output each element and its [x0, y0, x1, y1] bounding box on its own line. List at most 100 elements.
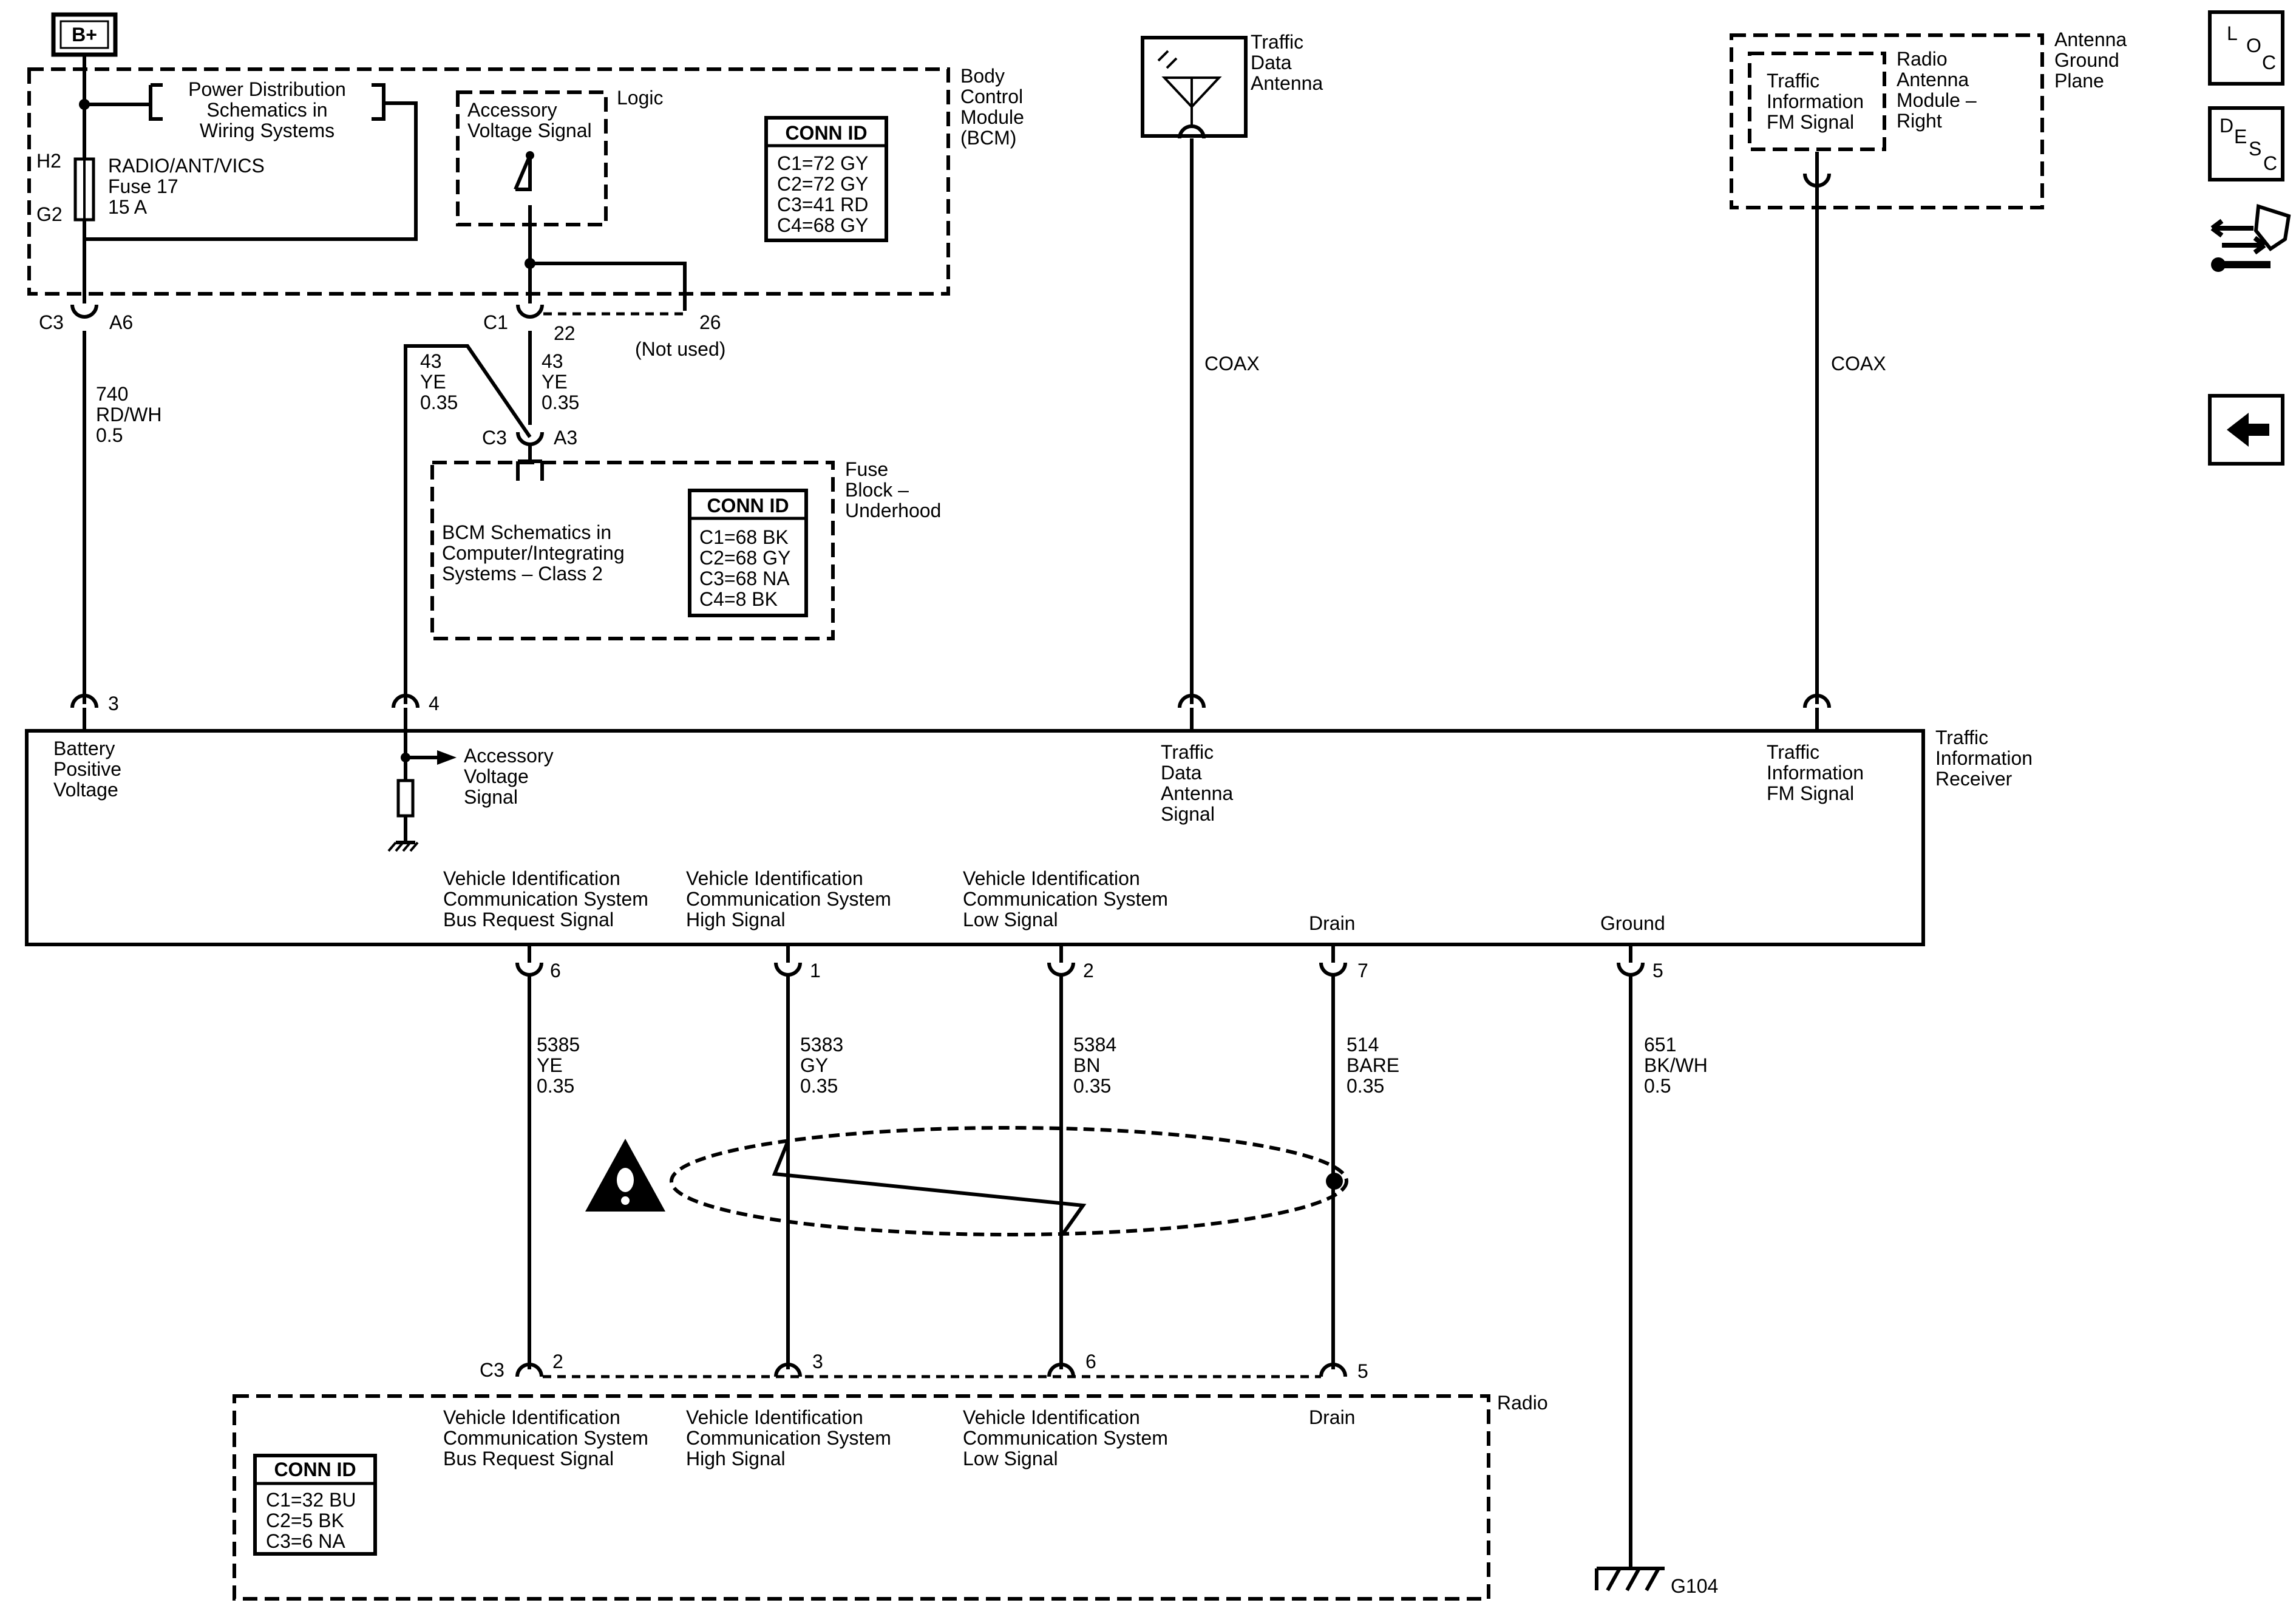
svg-text:Traffic: Traffic	[1767, 741, 1819, 763]
desc-icon[interactable]: D E S C	[2208, 106, 2284, 181]
svg-text:Computer/Integrating: Computer/Integrating	[442, 542, 625, 564]
svg-text:740: 740	[96, 383, 128, 405]
svg-text:43: 43	[420, 350, 442, 372]
radio-connectors: C3 2 3 6 5	[480, 1351, 1368, 1382]
ground-g104-label: G104	[1671, 1575, 1718, 1597]
svg-text:Vehicle Identification: Vehicle Identification	[686, 1406, 863, 1428]
radio-antenna-module-label: Radio Antenna Module – Right	[1897, 48, 1977, 132]
svg-text:Antenna: Antenna	[1897, 69, 1969, 90]
svg-text:C3=6 NA: C3=6 NA	[266, 1530, 345, 1552]
svg-text:Plane: Plane	[2054, 70, 2104, 92]
svg-text:High Signal: High Signal	[686, 909, 786, 931]
radio-bus-request-label: Vehicle Identification Communication Sys…	[443, 1406, 648, 1470]
svg-text:Control: Control	[960, 86, 1023, 107]
svg-text:3: 3	[812, 1351, 823, 1372]
loc-icon[interactable]: L O C	[2208, 10, 2284, 86]
svg-text:Traffic: Traffic	[1161, 741, 1214, 763]
svg-text:Low Signal: Low Signal	[963, 909, 1058, 931]
svg-text:Module: Module	[960, 106, 1024, 128]
svg-text:5: 5	[1652, 960, 1663, 981]
svg-text:C2=5 BK: C2=5 BK	[266, 1510, 344, 1531]
svg-text:1: 1	[810, 960, 821, 981]
svg-text:E: E	[2234, 126, 2247, 147]
svg-text:Antenna: Antenna	[1251, 72, 1323, 94]
svg-text:Communication System: Communication System	[963, 888, 1168, 910]
accessory-voltage-label: Accessory Voltage Signal	[467, 99, 592, 141]
svg-text:Antenna: Antenna	[2054, 29, 2127, 50]
svg-text:651: 651	[1644, 1034, 1676, 1056]
radio-title: Radio	[1497, 1392, 1548, 1414]
svg-text:A6: A6	[109, 311, 133, 333]
svg-text:Radio: Radio	[1897, 48, 1948, 70]
svg-text:(BCM): (BCM)	[960, 127, 1016, 149]
svg-text:Body: Body	[960, 65, 1005, 87]
svg-text:C3: C3	[39, 311, 64, 333]
svg-text:C3: C3	[480, 1359, 504, 1381]
wire-5384-label: 5384 BN 0.35	[1073, 1034, 1116, 1097]
connector-c3-a6	[70, 304, 98, 319]
svg-text:Traffic: Traffic	[1935, 727, 1988, 748]
radio-high-signal-label: Vehicle Identification Communication Sys…	[686, 1406, 891, 1470]
wire-740-label: 740 RD/WH 0.5	[96, 383, 161, 446]
svg-text:Information: Information	[1767, 90, 1864, 112]
svg-text:C4=68 GY: C4=68 GY	[777, 214, 868, 236]
svg-text:C2=68 GY: C2=68 GY	[699, 547, 790, 569]
svg-text:L: L	[2227, 22, 2238, 44]
svg-text:2: 2	[552, 1351, 563, 1372]
svg-text:Vehicle Identification: Vehicle Identification	[963, 867, 1140, 889]
wire-5385-label: 5385 YE 0.35	[537, 1034, 580, 1097]
svg-text:Schematics in: Schematics in	[206, 99, 327, 121]
svg-text:26: 26	[699, 311, 721, 333]
svg-text:CONN ID: CONN ID	[274, 1459, 356, 1480]
receiver-drain-label: Drain	[1309, 912, 1355, 934]
bcm-title: Body Control Module (BCM)	[960, 65, 1024, 149]
svg-text:C3=68 NA: C3=68 NA	[699, 568, 790, 589]
bcm-box	[27, 67, 950, 296]
svg-text:Underhood: Underhood	[845, 500, 941, 521]
svg-text:Voltage Signal: Voltage Signal	[467, 120, 592, 141]
svg-text:15 A: 15 A	[108, 196, 148, 218]
svg-text:Voltage: Voltage	[464, 765, 529, 787]
svg-text:Battery: Battery	[53, 737, 115, 759]
radio-drain-label: Drain	[1309, 1406, 1355, 1428]
svg-text:D: D	[2220, 115, 2233, 137]
fm-signal-box	[1748, 52, 1886, 151]
svg-text:5383: 5383	[800, 1034, 843, 1056]
receiver-title: Traffic Information Receiver	[1935, 727, 2033, 790]
svg-text:O: O	[2246, 35, 2261, 56]
battery-positive-source: B+	[51, 12, 118, 57]
radio-antenna-module-box	[1730, 33, 2044, 209]
coax-left-label: COAX	[1204, 353, 1260, 375]
svg-text:Vehicle Identification: Vehicle Identification	[963, 1406, 1140, 1428]
svg-text:Traffic: Traffic	[1767, 70, 1819, 92]
traffic-data-antenna-title: Traffic Data Antenna	[1251, 31, 1323, 94]
svg-text:Communication System: Communication System	[443, 1427, 648, 1449]
diagnostic-tool-icon[interactable]	[2210, 204, 2291, 272]
wire-43-right-label: 43 YE 0.35	[542, 350, 579, 413]
receiver-bus-request-label: Vehicle Identification Communication Sys…	[443, 867, 648, 931]
svg-text:Block –: Block –	[845, 479, 909, 501]
svg-text:Low Signal: Low Signal	[963, 1448, 1058, 1470]
svg-text:YE: YE	[542, 371, 568, 393]
battery-positive-voltage-label: Battery Positive Voltage	[53, 737, 121, 801]
svg-text:Fuse: Fuse	[845, 458, 888, 480]
radio-box	[233, 1394, 1490, 1601]
svg-text:C1: C1	[483, 311, 508, 333]
ground-g104-icon	[1595, 1567, 1665, 1592]
svg-text:Communication System: Communication System	[686, 1427, 891, 1449]
svg-text:C4=8 BK: C4=8 BK	[699, 588, 778, 610]
fuse-block-conn-id-table: CONN ID C1=68 BK C2=68 GY C3=68 NA C4=8 …	[688, 489, 808, 617]
svg-text:RADIO/ANT/VICS: RADIO/ANT/VICS	[108, 155, 265, 177]
svg-text:Logic: Logic	[617, 87, 664, 109]
svg-text:Ground: Ground	[2054, 49, 2119, 71]
svg-text:(Not used): (Not used)	[635, 338, 725, 360]
svg-text:0.35: 0.35	[542, 392, 579, 413]
wire-514-label: 514 BARE 0.35	[1347, 1034, 1399, 1097]
svg-text:S: S	[2249, 138, 2261, 160]
back-arrow-icon[interactable]	[2208, 394, 2284, 466]
svg-text:C2=72 GY: C2=72 GY	[777, 173, 868, 195]
svg-text:0.35: 0.35	[800, 1075, 838, 1097]
svg-text:Accessory: Accessory	[464, 745, 554, 767]
svg-text:Vehicle Identification: Vehicle Identification	[443, 867, 620, 889]
